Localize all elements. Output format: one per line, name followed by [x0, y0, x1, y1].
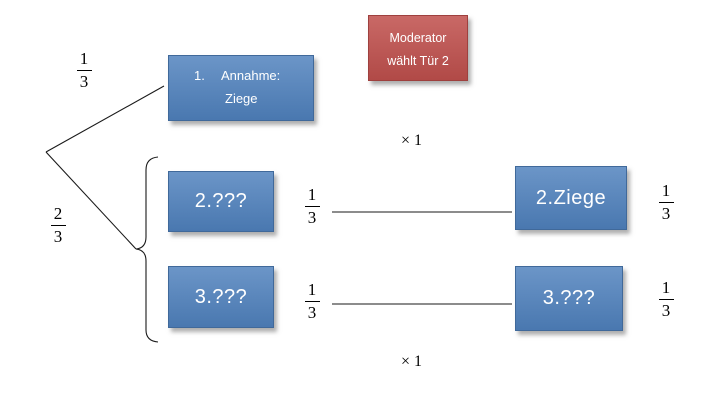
assumption-subtitle: Ziege — [225, 90, 258, 106]
assumption-number: 1. — [194, 68, 205, 83]
curly-brace — [135, 156, 159, 343]
door2-ziege-box: 2.Ziege — [515, 166, 627, 230]
assumption-title: Annahme: — [221, 68, 281, 83]
fraction-numerator: 1 — [658, 181, 674, 203]
fraction-denominator: 3 — [307, 207, 317, 227]
door3-unknown-right-label: 3.??? — [542, 287, 596, 309]
fraction-numerator: 2 — [50, 204, 66, 226]
fraction-denominator: 3 — [53, 226, 63, 246]
fraction-numerator: 1 — [304, 280, 320, 302]
door2-ziege-label: 2.Ziege — [535, 186, 607, 209]
fraction-right-lower: 1 3 — [653, 278, 679, 320]
fraction-denominator: 3 — [661, 203, 671, 223]
fraction-numerator: 1 — [658, 278, 674, 300]
fraction-numerator: 1 — [76, 49, 92, 71]
fraction-denominator: 3 — [661, 300, 671, 320]
fraction-numerator: 1 — [304, 185, 320, 207]
moderator-line2: wählt Tür 2 — [387, 53, 449, 68]
fraction-mid-upper: 1 3 — [299, 185, 325, 227]
door2-unknown-box: 2.??? — [168, 171, 274, 232]
door3-unknown-right-box: 3.??? — [515, 266, 623, 331]
fraction-right-upper: 1 3 — [653, 181, 679, 223]
door2-unknown-label: 2.??? — [194, 190, 248, 212]
multiplier-bottom: × 1 — [401, 353, 423, 370]
assumption-box: 1. Annahme: Ziege — [168, 55, 314, 121]
fraction-denominator: 3 — [307, 302, 317, 322]
fraction-denominator: 3 — [79, 71, 89, 91]
moderator-box: Moderator wählt Tür 2 — [368, 15, 468, 81]
fraction-mid-lower: 1 3 — [299, 280, 325, 322]
door3-unknown-left-box: 3.??? — [168, 266, 274, 328]
branch-line-upper — [45, 85, 165, 153]
assumption-line1: 1. Annahme: — [169, 65, 313, 88]
branch-line-lower — [45, 151, 137, 250]
moderator-line1: Moderator — [389, 31, 447, 45]
fraction-root-upper: 1 3 — [71, 49, 97, 91]
fraction-root-lower: 2 3 — [45, 204, 71, 246]
door3-unknown-left-label: 3.??? — [194, 285, 248, 308]
multiplier-top: × 1 — [401, 132, 423, 149]
